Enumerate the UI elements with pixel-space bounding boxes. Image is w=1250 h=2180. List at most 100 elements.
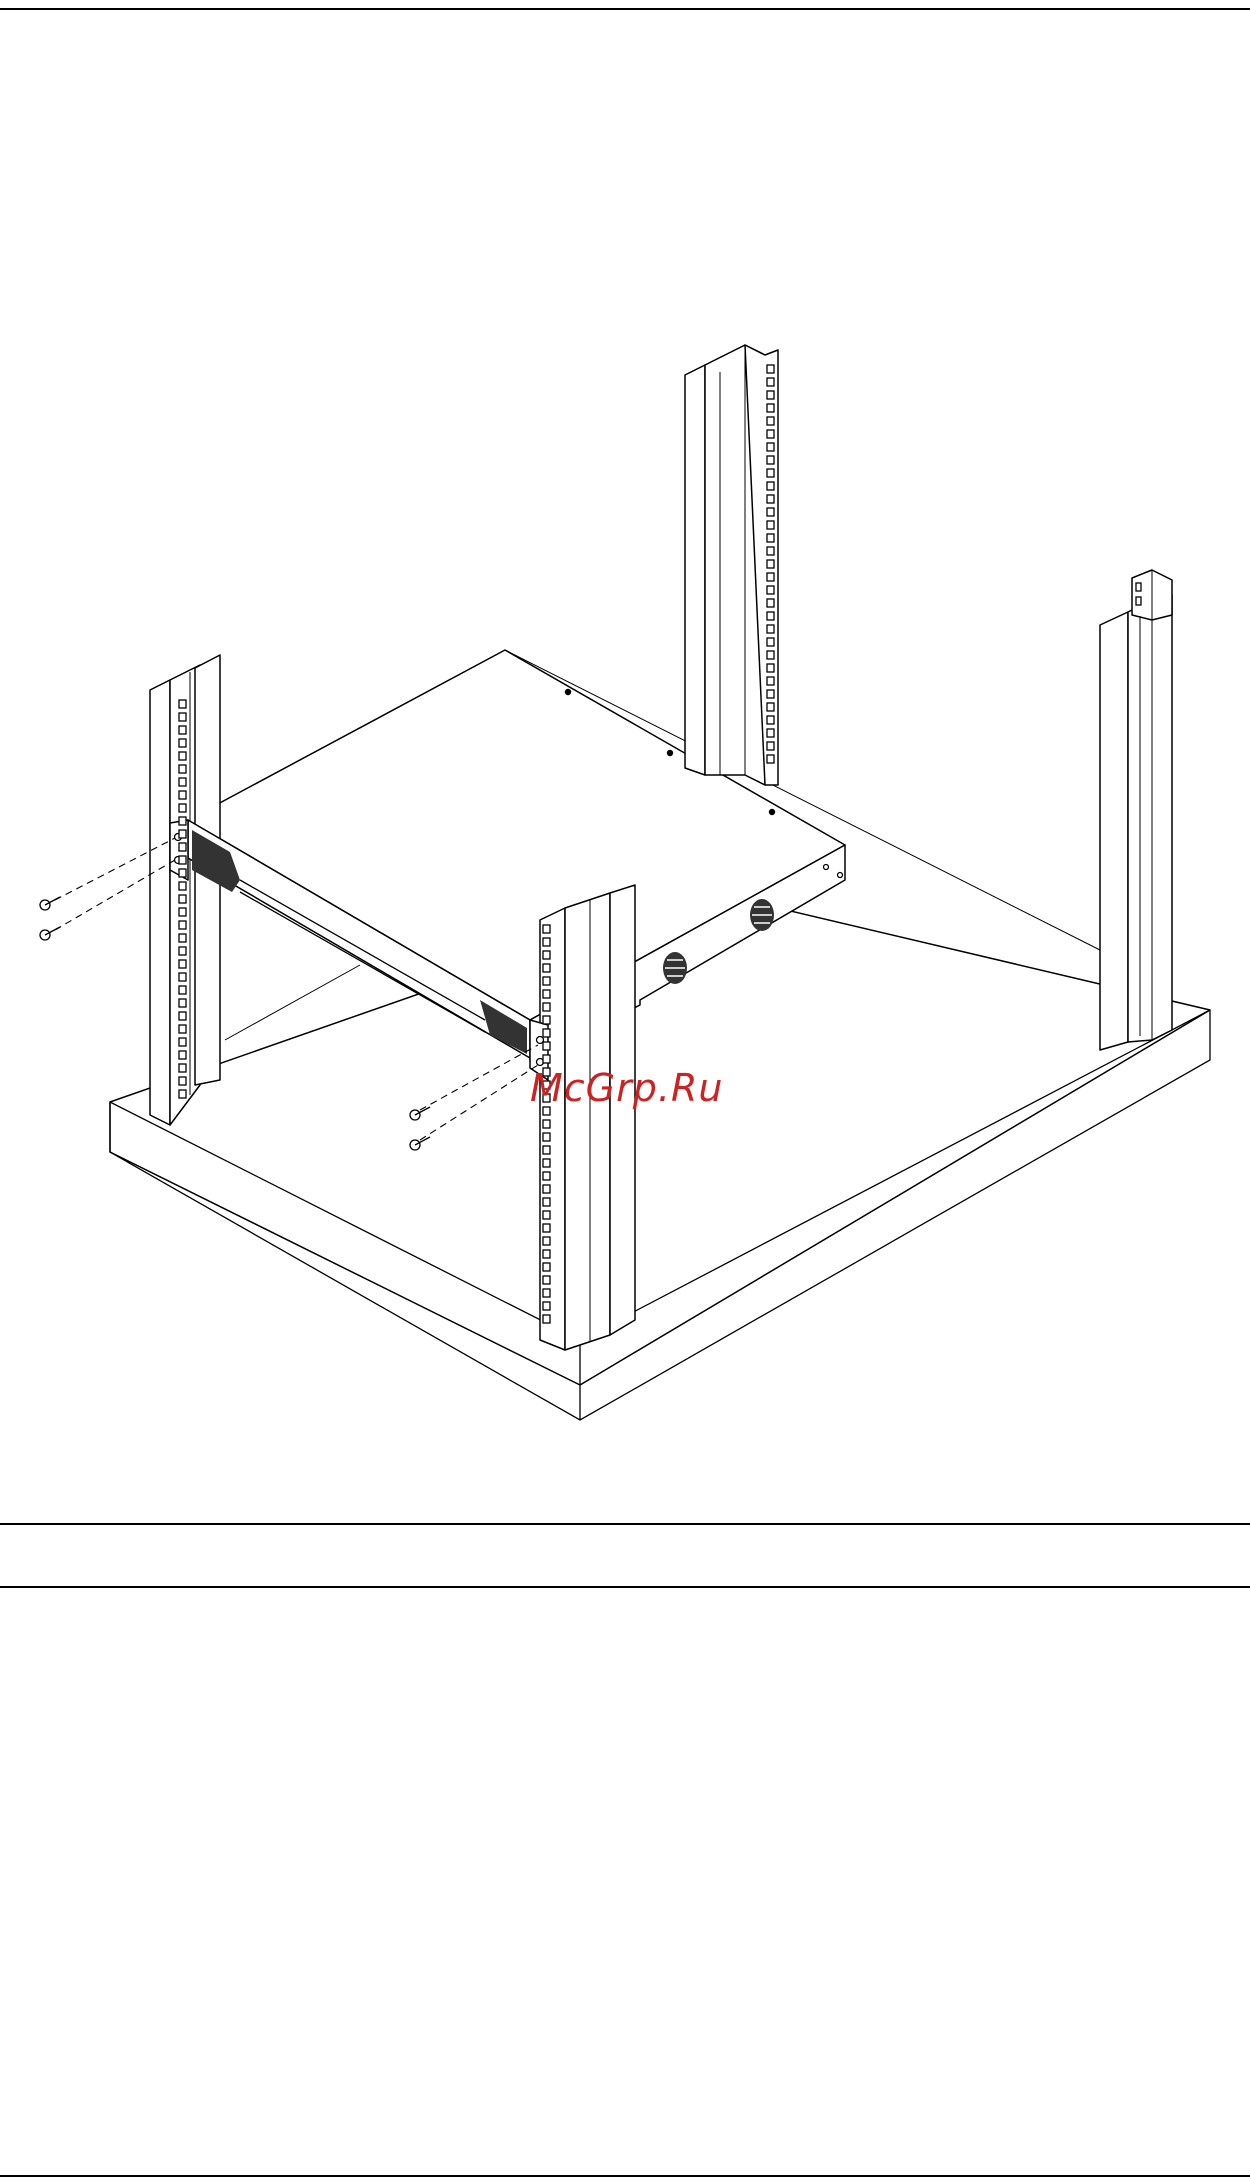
rack-hole — [179, 700, 186, 708]
rack-hole — [179, 1038, 186, 1046]
divider-rule-1 — [0, 1523, 1250, 1525]
rack-hole — [767, 755, 774, 763]
rack-hole — [767, 365, 774, 373]
rack-hole — [767, 443, 774, 451]
rack-hole — [767, 612, 774, 620]
rack-hole — [543, 1055, 550, 1063]
rack-hole — [767, 534, 774, 542]
rack-hole — [543, 1029, 550, 1037]
rack-hole — [767, 664, 774, 672]
rack-hole — [179, 1051, 186, 1059]
rack-hole — [767, 456, 774, 464]
rack-hole — [767, 391, 774, 399]
rack-hole — [179, 856, 186, 864]
rack-hole — [767, 482, 774, 490]
rack-hole — [179, 713, 186, 721]
rack-holes-front-right — [543, 925, 550, 1323]
rack-hole — [543, 1289, 550, 1297]
rack-hole — [767, 573, 774, 581]
rack-post-rear-left — [685, 345, 778, 785]
rack-hole — [179, 817, 186, 825]
rack-hole — [543, 977, 550, 985]
rack-hole — [179, 791, 186, 799]
rack-hole — [179, 869, 186, 877]
rack-hole — [767, 404, 774, 412]
rack-post-rear-right — [1100, 570, 1172, 1050]
rack-hole — [179, 752, 186, 760]
rack-hole — [543, 1120, 550, 1128]
rack-hole — [179, 895, 186, 903]
rack-hole — [179, 804, 186, 812]
rack-hole — [767, 430, 774, 438]
rack-hole — [179, 986, 186, 994]
rack-hole — [767, 586, 774, 594]
rack-hole — [179, 1012, 186, 1020]
rack-hole — [179, 960, 186, 968]
rack-holes-front-left — [179, 700, 186, 1098]
rack-hole — [543, 990, 550, 998]
rack-hole — [543, 1133, 550, 1141]
rack-hole — [179, 1090, 186, 1098]
rack-hole — [767, 508, 774, 516]
rack-hole — [767, 651, 774, 659]
rack-hole — [767, 690, 774, 698]
rack-hole — [767, 417, 774, 425]
watermark: McGrp.Ru — [530, 1066, 730, 1110]
rack-hole — [543, 925, 550, 933]
rack-hole — [767, 625, 774, 633]
rack-hole — [767, 560, 774, 568]
rack-hole — [543, 1302, 550, 1310]
rack-post-front-right — [540, 885, 635, 1350]
rack-hole — [543, 1211, 550, 1219]
rack-hole — [179, 739, 186, 747]
rack-hole — [179, 882, 186, 890]
rack-hole — [179, 1025, 186, 1033]
side-vent-2 — [750, 899, 774, 931]
rack-hole — [179, 765, 186, 773]
rack-hole — [543, 1172, 550, 1180]
rack-hole — [179, 947, 186, 955]
rack-hole — [767, 703, 774, 711]
rack-hole — [179, 830, 186, 838]
rack-hole — [179, 973, 186, 981]
rack-hole — [543, 1042, 550, 1050]
rack-hole — [767, 378, 774, 386]
rack-hole — [767, 716, 774, 724]
rack-hole — [543, 1185, 550, 1193]
rack-hole — [767, 469, 774, 477]
rack-hole — [767, 742, 774, 750]
rack-hole — [543, 1315, 550, 1323]
rack-hole — [179, 1077, 186, 1085]
rack-hole — [767, 729, 774, 737]
rack-hole — [767, 495, 774, 503]
rack-hole — [767, 599, 774, 607]
rack-hole — [543, 1250, 550, 1258]
rack-hole — [543, 964, 550, 972]
rack-hole — [543, 951, 550, 959]
rack-hole — [179, 726, 186, 734]
rack-hole — [179, 1064, 186, 1072]
rack-hole — [543, 1198, 550, 1206]
rack-hole — [543, 938, 550, 946]
rack-hole — [767, 638, 774, 646]
bottom-rule — [0, 2175, 1250, 2177]
rack-hole — [543, 1159, 550, 1167]
rack-hole — [179, 934, 186, 942]
divider-rule-2 — [0, 1586, 1250, 1588]
rack-hole — [179, 778, 186, 786]
side-vent-1 — [663, 952, 687, 984]
screw-icon — [40, 897, 60, 910]
rack-hole — [543, 1016, 550, 1024]
rack-hole — [767, 547, 774, 555]
screw-icon — [40, 927, 60, 940]
rack-hole — [767, 521, 774, 529]
rack-hole — [767, 677, 774, 685]
rack-hole — [179, 921, 186, 929]
rack-hole — [543, 1003, 550, 1011]
rack-hole — [543, 1146, 550, 1154]
rack-holes-rear-left — [767, 365, 774, 763]
rack-hole — [179, 999, 186, 1007]
rack-hole — [543, 1263, 550, 1271]
rack-hole — [543, 1276, 550, 1284]
rack-hole — [179, 843, 186, 851]
